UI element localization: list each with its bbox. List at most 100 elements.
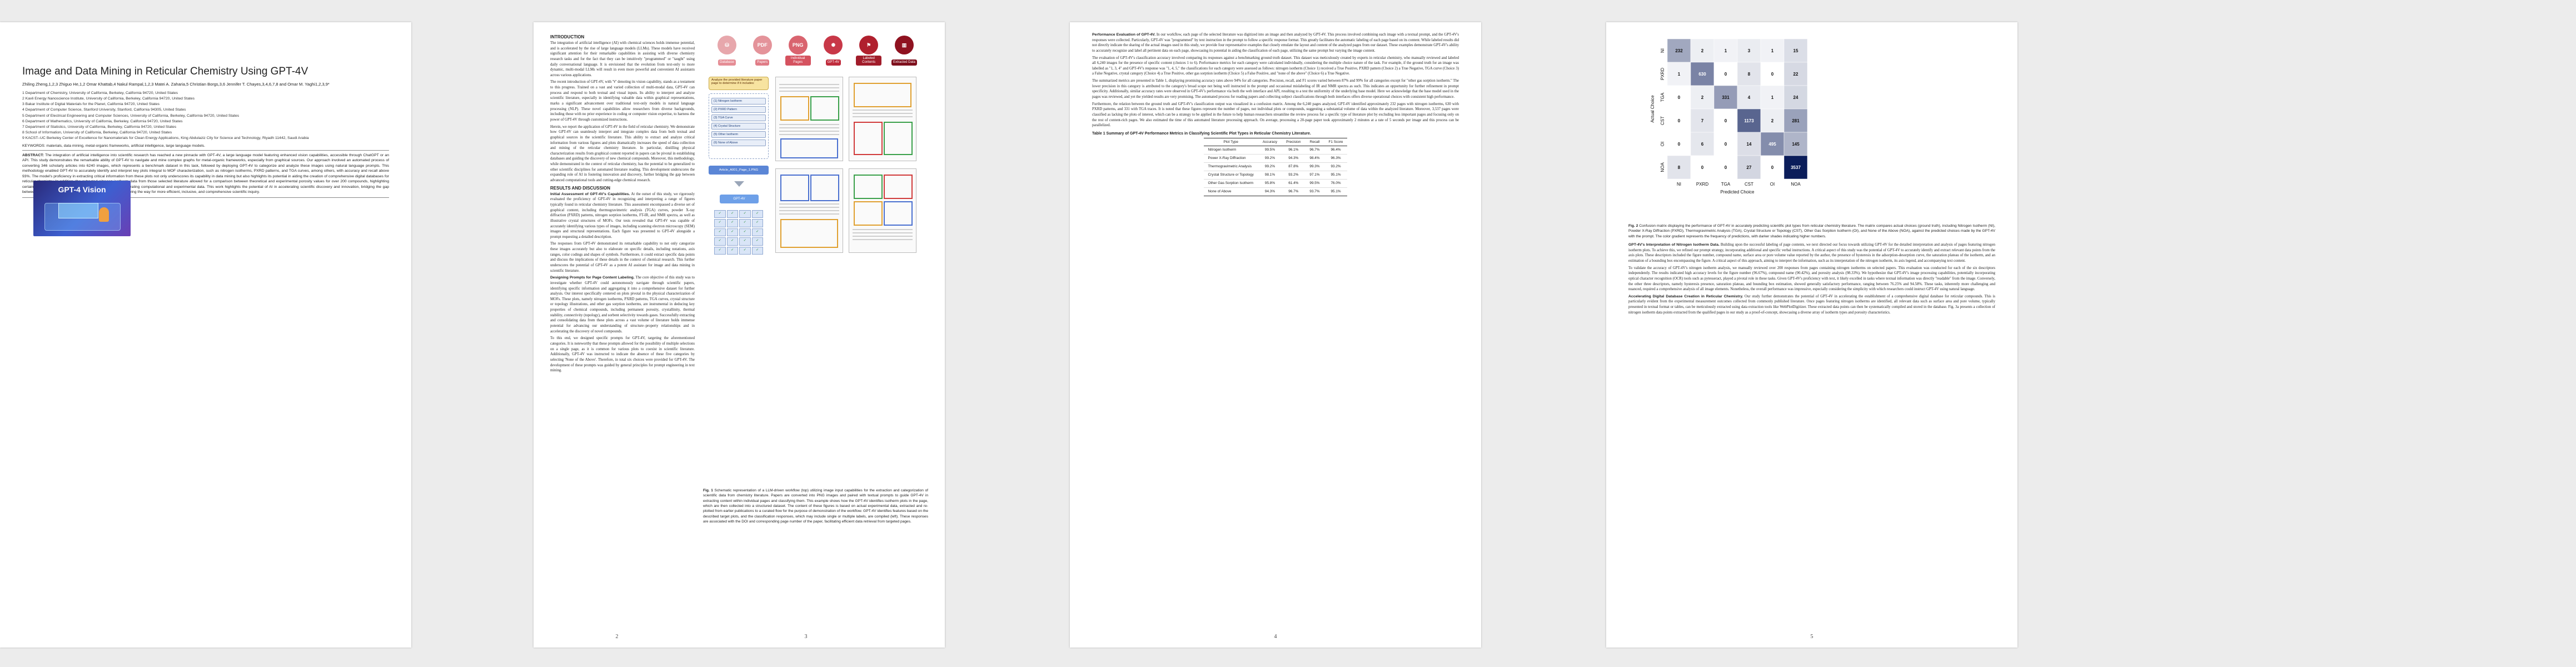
step-database: ⛁ Database <box>714 36 740 66</box>
matrix-cell-value: 15 <box>1793 48 1798 53</box>
check-icon: ✓ <box>739 219 751 227</box>
column-header: Plot Type <box>1203 137 1258 146</box>
table-cell: 87.8% <box>1282 162 1306 171</box>
check-icon: ✓ <box>739 210 751 218</box>
workflow-top: ⛁ Database PDF Papers PNG Individual Pag… <box>703 32 928 74</box>
paragraph: Accelerating Digital Database Creation i… <box>1628 294 1995 316</box>
run-in-heading: GPT-4V's Interpretation of Nitrogen Isot… <box>1628 243 1720 247</box>
answer-grid: ✓✓✓✓ ✓✓✓✓ ✓✓✓✓ ✓✓✓✓ ✓✓✓✓ <box>714 210 763 255</box>
table-cell: Other Gas Sorption Isotherm <box>1203 179 1258 188</box>
matrix-cell <box>1690 108 1715 133</box>
matrix-cell <box>1737 155 1761 180</box>
paragraph: GPT-4V's Interpretation of Nitrogen Isot… <box>1628 242 1995 264</box>
matrix-cell-value: 1 <box>1771 48 1774 53</box>
affiliation-list: 1 Department of Chemistry, University of… <box>22 91 389 142</box>
paragraph: The recent introduction of GPT-4V, with … <box>550 80 695 122</box>
choice-item: (4) Crystal Structure <box>711 123 766 130</box>
page-thumbnail <box>775 168 843 253</box>
table-cell: 94.3% <box>1258 187 1282 196</box>
figure-1: ⛁ Database PDF Papers PNG Individual Pag… <box>703 32 928 524</box>
matrix-cell-value: 630 <box>1698 72 1706 77</box>
step-extracted: ▥ Extracted Data <box>891 36 917 66</box>
check-icon: ✓ <box>726 210 738 218</box>
table-cell: 99.5% <box>1305 179 1324 188</box>
affiliation: 6 Department of Mathematics, University … <box>22 119 183 123</box>
check-icon: ✓ <box>751 228 763 237</box>
caption-label: Fig. 2 <box>1628 224 1638 228</box>
matrix-cell-value: 0 <box>1725 118 1727 123</box>
table-cell: 96.7% <box>1282 187 1306 196</box>
step-labeled: ⚑ Labeled Contents <box>856 36 882 66</box>
matrix-cell-value: 2 <box>1701 95 1704 100</box>
matrix-cell-value: 232 <box>1675 48 1683 53</box>
toc-title: GPT-4 Vision <box>58 185 106 194</box>
matrix-cell <box>1667 85 1691 109</box>
matrix-cell <box>1760 155 1785 180</box>
x-axis-label: Predicted Choice <box>1721 190 1755 195</box>
table-cell: 76.0% <box>1324 179 1348 188</box>
check-icon: ✓ <box>726 237 738 246</box>
paragraph: Furthermore, the relation between the gr… <box>1092 102 1459 128</box>
matrix-cell-value: 6 <box>1701 142 1704 147</box>
y-tick-label: NOA <box>1660 162 1665 172</box>
toc-screen-shape <box>58 203 98 218</box>
x-tick-label: NOA <box>1791 182 1801 187</box>
step-label: Extracted Data <box>891 59 917 66</box>
matrix-cell <box>1713 108 1738 133</box>
paragraph: Herein, we report the application of GPT… <box>550 125 695 183</box>
openai-icon: ✺ <box>824 36 843 54</box>
x-tick-label: PXRD <box>1696 182 1708 187</box>
step-label: Labeled Contents <box>856 56 882 66</box>
x-tick-label: OI <box>1770 182 1775 187</box>
page-number: 2 <box>615 634 619 640</box>
check-icon: ✓ <box>714 210 726 218</box>
table-cell: Nitrogen Isotherm <box>1203 146 1258 155</box>
intro-heading: INTRODUCTION <box>550 34 585 39</box>
check-icon: ✓ <box>714 219 726 227</box>
check-icon: ✓ <box>714 246 726 255</box>
pdf-icon: PDF <box>753 36 772 54</box>
matrix-cell-value: 24 <box>1793 95 1798 100</box>
matrix-cell-value: 281 <box>1792 118 1800 123</box>
matrix-cell <box>1690 155 1715 180</box>
matrix-cell <box>1667 132 1691 156</box>
matrix-cell <box>1667 155 1691 180</box>
matrix-cell-value: 2 <box>1771 118 1774 123</box>
matrix-cell <box>1690 132 1715 156</box>
choice-item: (6) None of Above <box>711 140 766 146</box>
choice-item: (5) Other Isotherm <box>711 131 766 138</box>
y-tick-label: OI <box>1660 142 1665 146</box>
affiliation: 7 Department of Statistics, University o… <box>22 125 177 130</box>
step-label: Papers <box>755 59 770 66</box>
paragraph: Performance Evaluation of GPT-4V. In our… <box>1092 32 1459 54</box>
table-cell: 99.3% <box>1305 162 1324 171</box>
tag-icon: ⚑ <box>859 36 879 54</box>
matrix-cell <box>1737 132 1761 156</box>
paragraph: Initial Assessment of GPT-4V's Capabilit… <box>550 192 695 240</box>
table-cell: 99.2% <box>1258 154 1282 163</box>
matrix-cell <box>1737 108 1761 133</box>
matrix-cell <box>1713 62 1738 86</box>
matrix-cell-value: 495 <box>1768 142 1776 147</box>
caption-label: Fig. 1 <box>703 489 713 492</box>
matrix-cell <box>1783 108 1808 133</box>
matrix-cell <box>1667 62 1691 86</box>
page-number: 4 <box>1274 634 1277 640</box>
column-header: Precision <box>1282 137 1306 146</box>
x-tick-label: NI <box>1677 182 1681 187</box>
matrix-cell-value: 0 <box>1725 72 1727 77</box>
table-cell: Power X-Ray Diffraction <box>1203 154 1258 163</box>
png-icon: PNG <box>788 36 808 54</box>
page-1: Image and Data Mining in Reticular Chemi… <box>0 22 411 648</box>
matrix-cell-value: 1173 <box>1744 118 1754 123</box>
matrix-cell-value: 0 <box>1678 95 1681 100</box>
choice-list: (1) Nitrogen Isotherm (2) PXRD Pattern (… <box>709 93 769 159</box>
matrix-cell <box>1783 155 1808 180</box>
matrix-cell-value: 0 <box>1725 165 1727 170</box>
step-gpt: ✺ GPT-4V <box>820 36 846 66</box>
matrix-cell-value: 8 <box>1748 72 1751 77</box>
